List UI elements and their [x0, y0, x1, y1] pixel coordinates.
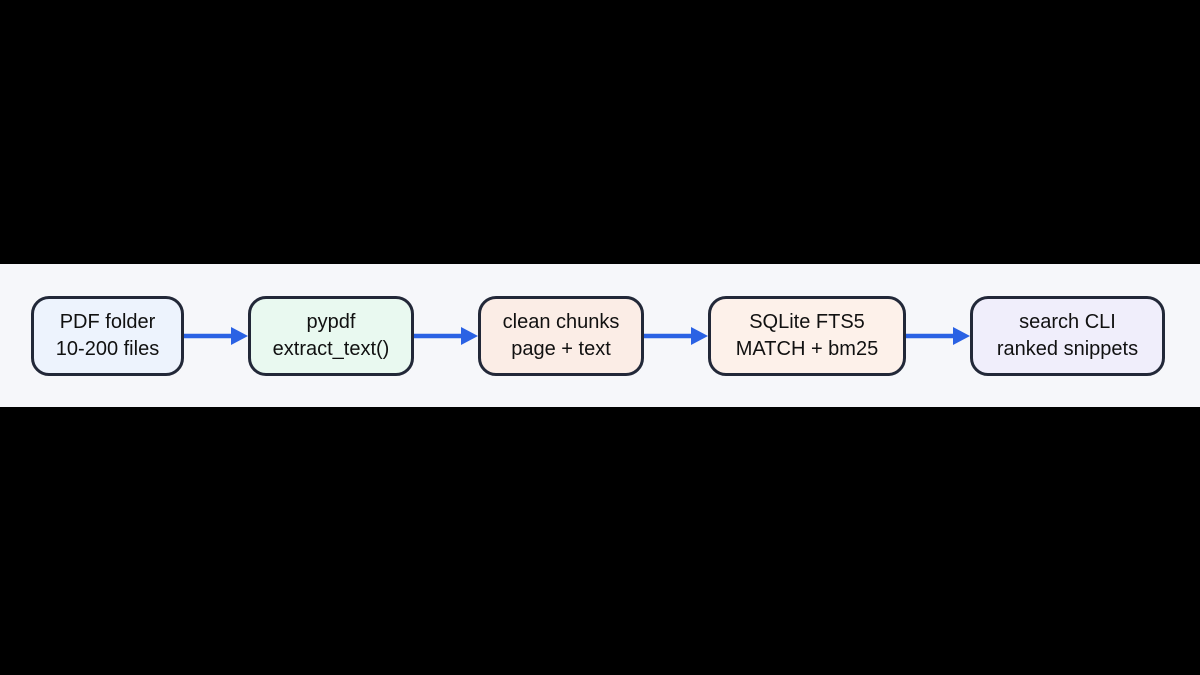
node-label-line: 10-200 files — [55, 337, 160, 360]
arrow-connector-2 — [414, 296, 478, 376]
arrow-head-icon — [231, 326, 248, 345]
node-label-line: MATCH + bm25 — [735, 337, 879, 360]
arrow-head-icon — [953, 326, 970, 345]
node-label-line: search CLI — [1019, 310, 1116, 333]
arrow-head-icon — [691, 326, 708, 345]
node-label-line: page + text — [511, 337, 611, 360]
arrow-head-icon — [461, 326, 478, 345]
diagram-band: PDF folder 10-200 files pypdf extract_te… — [0, 264, 1200, 407]
node-search-cli: search CLI ranked snippets — [970, 295, 1165, 376]
node-label-line: ranked snippets — [996, 337, 1139, 360]
node-pypdf: pypdf extract_text() — [248, 295, 414, 376]
arrow-connector-4 — [906, 296, 970, 376]
node-sqlite-fts5: SQLite FTS5 MATCH + bm25 — [708, 295, 906, 376]
node-clean-chunks: clean chunks page + text — [478, 295, 644, 376]
flowchart: PDF folder 10-200 files pypdf extract_te… — [0, 264, 1200, 407]
node-label-line: PDF folder — [59, 310, 156, 333]
node-pdf-folder: PDF folder 10-200 files — [31, 295, 184, 376]
arrow-connector-1 — [184, 296, 248, 376]
node-label-line: extract_text() — [272, 337, 390, 360]
node-label-line: SQLite FTS5 — [749, 310, 865, 333]
node-label-line: clean chunks — [502, 310, 620, 333]
node-label-line: pypdf — [306, 310, 356, 333]
arrow-connector-3 — [644, 296, 708, 376]
